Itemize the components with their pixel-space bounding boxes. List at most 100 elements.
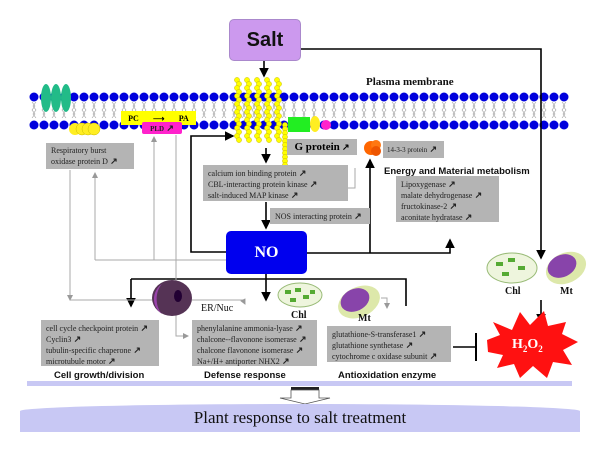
arrow-no-branch [131,278,407,306]
mt-label-antioxidation: Mt [358,313,371,324]
pld-label: PLD [150,123,174,134]
lipid-tail [521,101,527,119]
lipid-tail [91,101,97,119]
lipid-head [159,92,169,102]
lipid-head [289,92,299,102]
lipid-head [39,120,49,130]
lipid-head [499,92,509,102]
lipid-head [449,120,459,130]
antioxidation-caption: Antioxidation enzyme [338,370,437,381]
box-line: salt-induced MAP kinase [208,190,343,201]
lipid-tail [421,101,427,119]
lipid-head [99,92,109,102]
lipid-head [509,92,519,102]
lipid-tail [501,101,507,119]
box-line: cell cycle checkpoint protein [46,323,154,334]
box-line: glutathione-S-transferase1 [332,329,446,340]
mt-label-h2o2: Mt [560,286,573,297]
lipid-head [459,92,469,102]
lipid-tail [341,101,347,119]
down-arrow [279,387,331,405]
lipid-head [209,120,219,130]
lipid-head [429,92,439,102]
lipid-tail [381,101,387,119]
nos-box: NOS interacting protein [270,208,370,224]
lipid-head [339,92,349,102]
lipid-tail [351,101,357,119]
box-line: glutathione synthetase [332,340,446,351]
lipid-head [379,120,389,130]
protein-1433-label: 14-3-3 protein [387,144,440,155]
lipid-head [519,92,529,102]
cell-growth-caption: Cell growth/division [54,370,145,381]
box-line: tubulin-specific chaperone [46,345,154,356]
signal-arrows [126,48,546,361]
lipid-tail [531,101,537,119]
lipid-head [499,120,509,130]
lipid-head [319,92,329,102]
lipid-tail [201,101,207,119]
calcium-signaling-box: calcium ion binding protein CBL-interact… [203,165,348,201]
receptor-bead [256,137,262,143]
lipid-tail [451,101,457,119]
lipid-head [419,92,429,102]
box-line: calcium ion binding protein [208,168,343,179]
g-protein-subunit-beta [310,116,320,132]
receptor-bead [276,137,282,143]
box-line: NOS interacting protein [275,211,365,222]
lipid-head [329,120,339,130]
salt-stimulus: Salt [229,19,301,61]
lipid-tail [511,101,517,119]
box-line: malate dehydrogenase [401,190,494,201]
lipid-head [299,92,309,102]
box-line: CBL-interacting protein kinase [208,179,343,190]
lipid-head [419,120,429,130]
arrow-no-energy [307,238,455,254]
lipid-tail [371,101,377,119]
lipid-tail [401,101,407,119]
arrow-right-icon: ⟶ [153,113,165,123]
mitochondrion-glyph-h2o2 [545,251,587,285]
lipid-head [389,92,399,102]
lipid-head [549,92,559,102]
conclusion-banner: Plant response to salt treatment [20,404,580,432]
lipid-head [99,120,109,130]
lipid-head [469,120,479,130]
cell-growth-box: cell cycle checkpoint protein Cyclin3 tu… [41,320,159,366]
arrow-no-receptor [190,131,235,253]
lipid-tail [471,101,477,119]
lipid-head [559,120,569,130]
h2o2-burst [487,311,578,378]
lipid-tail [291,101,297,119]
lipid-tails [31,101,567,119]
lipid-head [59,120,69,130]
lipid-head [489,120,499,130]
lipid-head [339,120,349,130]
lipid-head [409,120,419,130]
lipid-tail [391,101,397,119]
lipid-head [439,92,449,102]
lipid-head [459,120,469,130]
lipid-head [109,120,119,130]
lipid-head [369,120,379,130]
lipid-head [399,92,409,102]
lipid-head [199,120,209,130]
lipid-tail [81,101,87,119]
defense-caption: Defense response [204,370,286,381]
lipid-tail [551,101,557,119]
lipid-head [529,92,539,102]
lipid-head [409,92,419,102]
chloroplast-glyph-defense [277,282,323,308]
lipid-head [199,92,209,102]
chl-label-defense: Chl [291,310,307,321]
lipid-tail [431,101,437,119]
nitric-oxide-node: NO [226,231,307,274]
lipid-tail [301,101,307,119]
lipid-head [359,120,369,130]
box-line: microtubule motor [46,356,154,367]
er-nuc-label: ER/Nuc [201,303,234,314]
box-line: Na+/H+ antiporter NHX2 [197,356,312,367]
lipid-head [119,92,129,102]
energy-metabolism-box: Lipoxygenase malate dehydrogenase fructo… [396,176,499,222]
